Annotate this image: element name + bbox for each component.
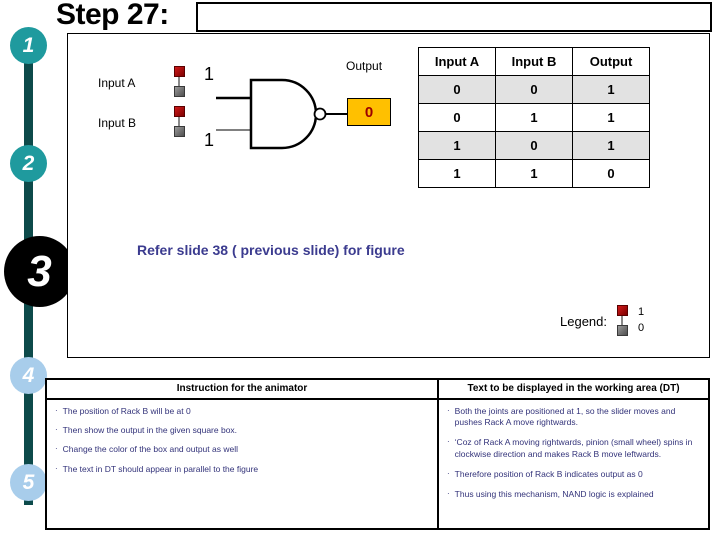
step-node-3-active[interactable]: 3 <box>4 236 75 307</box>
list-item: · Change the color of the box and output… <box>55 444 431 455</box>
list-item: · The text in DT should appear in parall… <box>55 464 431 475</box>
truth-table-header-cell: Output <box>572 47 650 76</box>
list-item-text: Then show the output in the given square… <box>62 425 238 436</box>
switch-stem <box>178 77 180 86</box>
truth-table: Input A Input B Output 0 0 1 0 1 1 1 0 1 <box>418 47 650 188</box>
list-item-text: ‘Coz of Rack A moving rightwards, pinion… <box>454 437 693 459</box>
bullet-icon: · <box>447 468 450 478</box>
step-node-1-label: 1 <box>22 34 35 57</box>
list-item-text: The text in DT should appear in parallel… <box>62 463 259 474</box>
list-item: · The position of Rack B will be at 0 <box>55 406 431 417</box>
instruction-table: Instruction for the animator Text to be … <box>45 378 710 530</box>
page-title: Step 27: <box>56 0 169 31</box>
switch-on-block <box>174 106 185 117</box>
legend-switch-icon <box>615 305 630 337</box>
truth-cell: 0 <box>495 131 573 160</box>
step-node-5-label: 5 <box>22 471 35 494</box>
switch-off-block <box>174 126 185 137</box>
animator-instructions-cell: · The position of Rack B will be at 0 · … <box>47 400 439 528</box>
legend-on-value: 1 <box>638 306 645 319</box>
bullet-icon: · <box>55 406 58 415</box>
bullet-icon: · <box>55 425 58 435</box>
instruction-header-left: Instruction for the animator <box>47 380 439 398</box>
bullet-icon: · <box>55 463 58 473</box>
legend: Legend: 1 0 <box>560 305 644 337</box>
table-row: 0 1 1 <box>418 103 650 132</box>
input-b-value: 1 <box>204 130 215 150</box>
input-b-label: Input B <box>98 116 137 130</box>
switch-off-block <box>617 325 628 336</box>
legend-values: 1 0 <box>638 305 644 337</box>
nand-gate-icon <box>216 78 348 150</box>
list-item-text: Therefore position of Rack B indicates o… <box>454 468 643 479</box>
display-text-cell: · Both the joints are positioned at 1, s… <box>439 400 708 528</box>
table-row: 1 0 1 <box>418 131 650 160</box>
output-value-box: 0 <box>347 98 391 126</box>
truth-cell: 1 <box>495 159 573 188</box>
title-input-box[interactable] <box>196 2 712 32</box>
switch-off-block <box>174 86 185 97</box>
refer-slide-note: Refer slide 38 ( previous slide) for fig… <box>137 242 405 258</box>
bullet-icon: · <box>447 489 450 499</box>
step-node-3-label: 3 <box>27 246 52 296</box>
list-item: · Thus using this mechanism, NAND logic … <box>447 489 700 500</box>
truth-table-header-cell: Input A <box>418 47 496 76</box>
bullet-icon: · <box>447 406 450 415</box>
truth-table-header-row: Input A Input B Output <box>418 47 650 76</box>
step-node-2[interactable]: 2 <box>10 145 47 182</box>
list-item-text: Both the joints are positioned at 1, so … <box>454 406 676 428</box>
truth-cell: 1 <box>572 103 650 132</box>
input-a-label: Input A <box>98 76 136 90</box>
list-item: · Then show the output in the given squa… <box>55 425 431 436</box>
switch-stem <box>178 117 180 126</box>
step-node-4-label: 4 <box>22 364 35 387</box>
truth-cell: 1 <box>418 131 496 160</box>
truth-cell: 0 <box>418 103 496 132</box>
input-b-switch-icon[interactable] <box>172 106 187 138</box>
output-label: Output <box>346 59 383 73</box>
input-a-switch-icon[interactable] <box>172 66 187 98</box>
step-node-2-label: 2 <box>22 152 35 175</box>
list-item-text: Change the color of the box and output a… <box>62 444 238 455</box>
list-item: · ‘Coz of Rack A moving rightwards, pini… <box>447 437 700 459</box>
truth-cell: 0 <box>495 75 573 104</box>
switch-on-block <box>174 66 185 77</box>
truth-cell: 1 <box>572 75 650 104</box>
instruction-header-right: Text to be displayed in the working area… <box>467 383 680 394</box>
truth-table-header-cell: Input B <box>495 47 573 76</box>
input-a-value: 1 <box>204 64 215 84</box>
list-item-text: The position of Rack B will be at 0 <box>62 406 191 416</box>
bullet-icon: · <box>55 444 58 454</box>
truth-cell: 1 <box>495 103 573 132</box>
legend-off-value: 0 <box>638 322 645 334</box>
truth-cell: 0 <box>572 159 650 188</box>
legend-label: Legend: <box>560 313 607 329</box>
instruction-table-body: · The position of Rack B will be at 0 · … <box>47 400 708 528</box>
list-item-text: Thus using this mechanism, NAND logic is… <box>454 489 654 500</box>
switch-stem <box>621 316 623 325</box>
switch-on-block <box>617 305 628 316</box>
step-node-4[interactable]: 4 <box>10 357 47 394</box>
truth-cell: 0 <box>418 75 496 104</box>
step-node-1[interactable]: 1 <box>10 27 47 64</box>
table-row: 1 1 0 <box>418 159 650 188</box>
list-item: · Both the joints are positioned at 1, s… <box>447 406 700 428</box>
truth-cell: 1 <box>572 131 650 160</box>
instruction-table-header: Instruction for the animator Text to be … <box>47 380 708 400</box>
step-node-5[interactable]: 5 <box>10 464 47 501</box>
table-row: 0 0 1 <box>418 75 650 104</box>
bullet-icon: · <box>447 437 450 447</box>
truth-cell: 1 <box>418 159 496 188</box>
list-item: · Therefore position of Rack B indicates… <box>447 469 700 480</box>
